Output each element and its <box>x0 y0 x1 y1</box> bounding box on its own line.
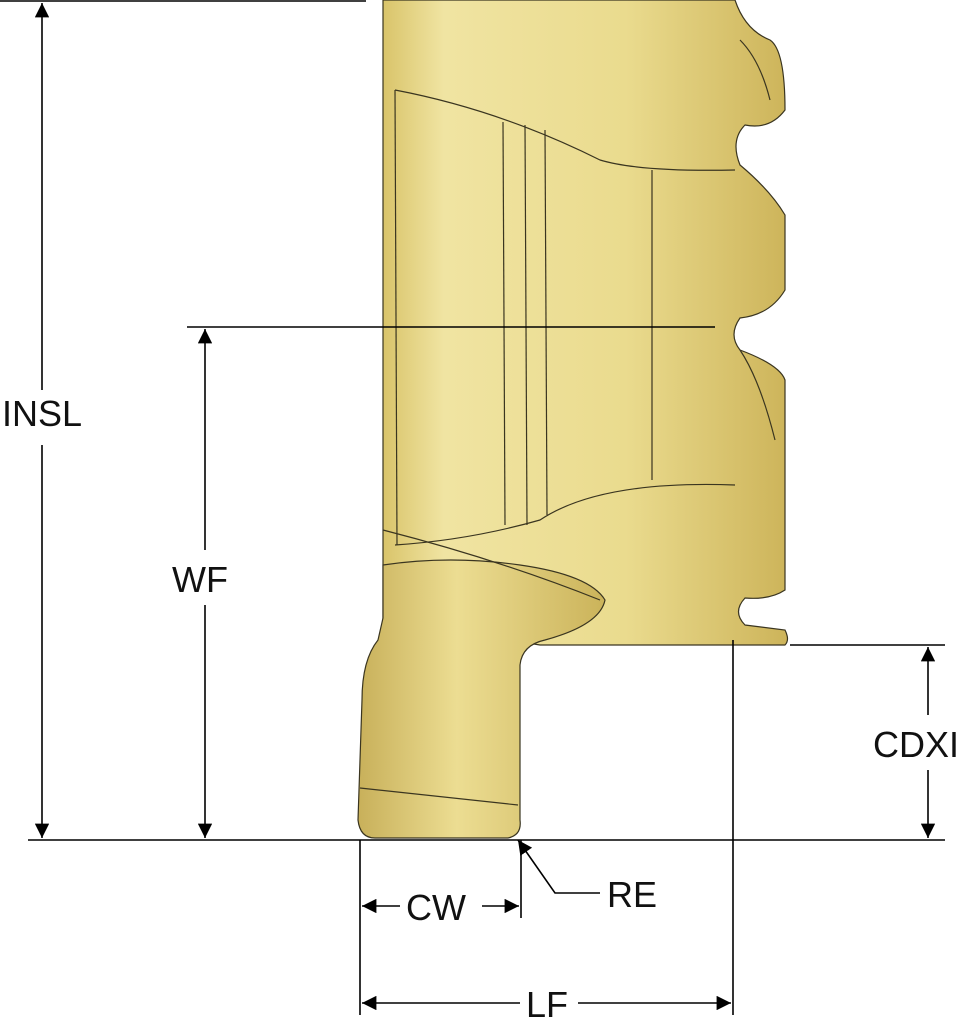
dimension-lines <box>0 0 945 1015</box>
cdxi-label: CDXI <box>873 724 959 765</box>
re-label: RE <box>607 874 657 915</box>
lf-label: LF <box>526 984 568 1025</box>
insert-body <box>357 0 789 839</box>
wf-label: WF <box>172 559 228 600</box>
cw-label: CW <box>406 887 466 928</box>
insl-label: INSL <box>2 393 82 434</box>
